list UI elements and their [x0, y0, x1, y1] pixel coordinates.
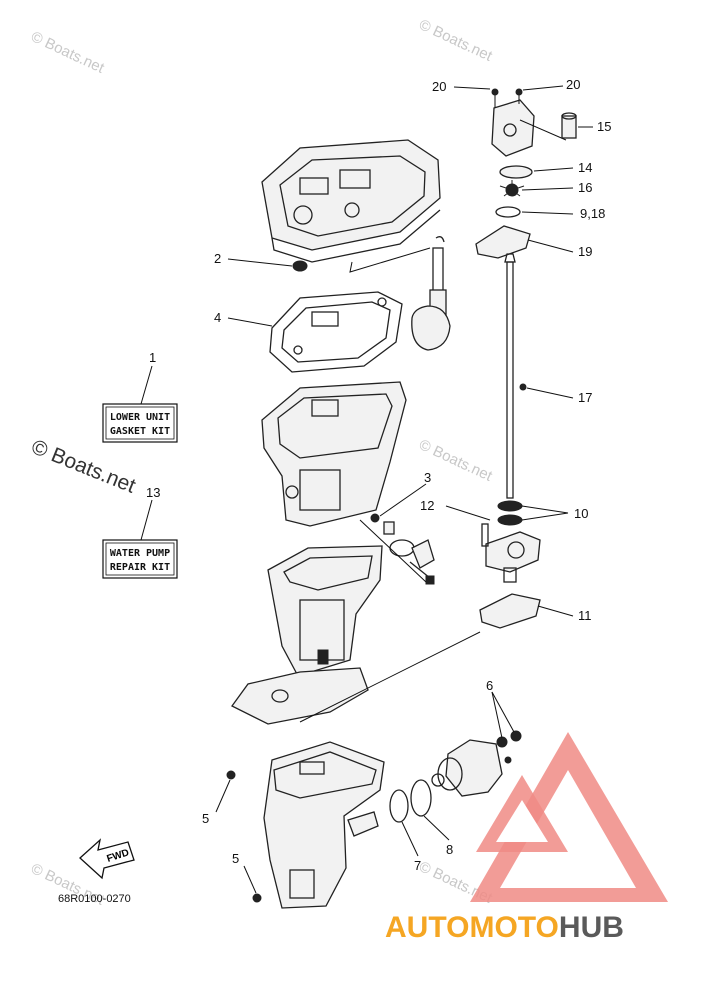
kit-water-pump-line2: REPAIR KIT	[110, 562, 170, 573]
kit-gasket-line2: GASKET KIT	[110, 426, 170, 437]
diagram-code: 68R0100-0270	[58, 893, 131, 905]
middle-casing-part	[261, 381, 407, 527]
pump-housing-part	[491, 88, 567, 157]
kit-gasket-line1: LOWER UNIT	[110, 412, 170, 423]
callout-20a: 20	[432, 79, 446, 94]
callout-3: 3	[424, 470, 431, 485]
brand-logo-icon	[470, 732, 668, 902]
impeller-part	[499, 180, 525, 197]
callout-6: 6	[486, 678, 493, 693]
screw-lower-part	[252, 893, 262, 903]
insert-cartridge-part	[499, 165, 533, 179]
lower-casing-part	[263, 741, 385, 909]
o-ring-part	[495, 206, 521, 218]
brand-part-auto: AUTO	[385, 911, 469, 944]
callout-5b: 5	[232, 851, 239, 866]
watermark-top-right: © Boats.net	[416, 16, 495, 65]
callout-14: 14	[578, 160, 592, 175]
callout-11: 11	[578, 608, 592, 623]
propeller-shaft-housing-part	[431, 730, 522, 797]
gasket-part	[269, 291, 403, 373]
watermark-top-left: © Boats.net	[28, 28, 107, 77]
bolt-part	[359, 513, 435, 585]
callout-5a: 5	[202, 811, 209, 826]
fwd-arrow-icon: FWD	[79, 838, 135, 880]
housing-gasket-part	[479, 593, 541, 629]
upper-casing-part	[261, 139, 441, 263]
callout-7: 7	[414, 858, 421, 873]
water-tube-part	[349, 236, 451, 351]
callout-19: 19	[578, 244, 592, 259]
screw-part	[226, 770, 236, 780]
oil-seal-pair-part	[497, 500, 523, 526]
kit-box-water-pump: WATER PUMP REPAIR KIT	[102, 539, 178, 579]
kit-water-pump-line1: WATER PUMP	[110, 548, 170, 559]
callout-20b: 20	[566, 77, 580, 92]
brand-text: AUTOMOTOHUB	[385, 911, 624, 944]
watermark-side: © Boats.net	[28, 435, 139, 498]
oil-seal-housing-part	[481, 523, 541, 583]
callout-4: 4	[214, 310, 221, 325]
o-ring-large-part	[410, 779, 432, 817]
callout-17: 17	[578, 390, 592, 405]
callout-9-18: 9,18	[580, 206, 605, 221]
callout-16: 16	[578, 180, 592, 195]
callout-15: 15	[597, 119, 611, 134]
drive-shaft-housing-part	[231, 545, 383, 725]
drive-shaft-part	[504, 253, 527, 499]
callout-2: 2	[214, 251, 221, 266]
o-ring-small-part	[389, 789, 409, 823]
pump-gasket-part	[475, 225, 531, 259]
oil-seal-part	[292, 260, 308, 272]
callout-13: 13	[146, 485, 160, 500]
brand-part-hub: HUB	[559, 911, 624, 944]
callout-1: 1	[149, 350, 156, 365]
leader-lines	[140, 85, 593, 894]
kit-box-gasket: LOWER UNIT GASKET KIT	[102, 403, 178, 443]
callout-10: 10	[574, 506, 588, 521]
water-pipe-grommet-part	[561, 112, 577, 139]
brand-part-moto: MOTO	[469, 911, 558, 944]
callout-12: 12	[420, 498, 434, 513]
callout-8: 8	[446, 842, 453, 857]
